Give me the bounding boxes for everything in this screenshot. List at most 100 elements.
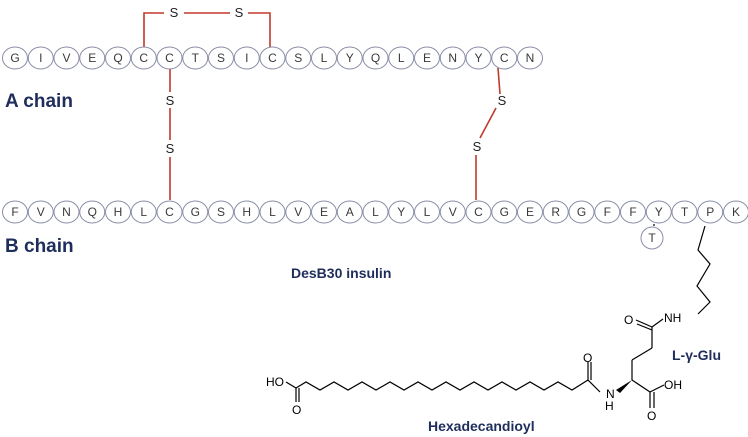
b-chain-residue [414,200,440,224]
b-chain-residue [182,200,209,224]
b-chain-residue [388,200,415,224]
bond-calpha-cooh [631,379,651,393]
a-chain-residue-letter: I [39,51,42,65]
a-chain-residue [259,46,286,70]
a-chain-residue-letter: E [88,51,96,65]
s-atom: S [166,93,175,108]
a-chain-residue-letter: C [268,51,277,65]
b-chain-residue [723,200,748,224]
b-chain-residue-letter: Y [397,205,405,219]
b-chain-residue-letter: Y [655,205,663,219]
b-chain-residue [645,200,672,224]
glutamyl-linker [616,318,665,408]
a-chain-residue-letter: C [500,51,509,65]
a-chain-residue [79,46,106,70]
atom-n-amide: N [606,387,615,401]
a-chain-residue [465,46,492,70]
a-chain-residue-letter: Y [346,51,354,65]
stereo-wedge [616,380,632,393]
b-chain-residue-letter: E [526,205,534,219]
a-chain-residue [517,46,543,70]
b-chain-residue-letter: G [191,205,200,219]
a-chain-residue [414,46,440,70]
a-chain-residue [491,46,518,70]
a-chain-residue [439,46,466,70]
acyl-chain-bonds [295,362,601,393]
a-chain-residue-letter: N [448,51,457,65]
b-chain-residue-letter: H [114,205,123,219]
b-chain-residue-letter: G [500,205,509,219]
b-chain-residue [542,200,569,224]
a-chain-residue-letter: C [165,51,174,65]
b-chain-residue [697,200,724,224]
b-chain-residue [130,200,157,224]
b-chain-residue-letter: V [294,205,302,219]
atom-h-amide: H [605,399,614,413]
s-atom: S [166,141,175,156]
b-chain-residue [2,200,28,224]
b-chain-residue-letter: S [217,205,225,219]
b-chain-residue-letter: R [551,205,560,219]
a-chain-residue [311,46,337,70]
s-atom: S [170,5,179,20]
b-chain-residue [620,200,646,224]
b-chain-residue [336,200,363,224]
a-chain-residue-letter: Q [113,51,122,65]
b-chain-residue-letter: V [37,205,45,219]
ss-bond-a6 [143,12,164,48]
b-chain-residue [439,200,466,224]
a-chain-residue [208,46,234,70]
a-chain-residue-letter: L [321,51,328,65]
s-atom: S [498,93,507,108]
b-chain-residue-letter: C [474,205,483,219]
bond-nh-c [651,318,664,328]
b-chain-residue-letter: L [424,205,431,219]
b-chain-residue-letter: C [165,205,174,219]
a-chain-residue [2,46,28,70]
ss-bond-a20-top [497,67,501,95]
branch-residue [640,226,664,250]
b-chain-residue [79,200,106,224]
hexadecanedioyl-chain [285,362,601,402]
a-chain-residue-letter: L [398,51,405,65]
a-chain-residue-letter: T [192,51,200,65]
lysine-side-chain [696,225,711,315]
atom-o-terminal: O [292,403,301,417]
a-chain-label: A chain [5,91,73,112]
b-chain-residue-letter: K [732,205,740,219]
b-chain-residue [594,200,621,224]
glu-label: L-γ-Glu [672,347,721,363]
b-chain-residue [362,200,389,224]
a-chain-residue-letter: E [423,51,431,65]
s-atom: S [473,139,482,154]
a-chain-residue-letter: N [526,51,535,65]
b-chain-residue [285,200,312,224]
b-chain-residue [105,200,131,224]
atom-nh-top: NH [664,311,681,325]
a-chain-residue [156,46,183,70]
bond-cooh-oh [649,384,665,393]
b-chain-residue-letter: L [140,205,147,219]
a-chain-residue-letter: S [294,51,302,65]
a-chain-residue-letter: S [217,51,225,65]
a-chain-residue-letter: G [10,51,19,65]
b-chain-residue [311,200,337,224]
b-chain-residue [517,200,543,224]
a-chain-residue [388,46,415,70]
bond-carbonyl-2 [636,323,653,331]
b-chain-residue-letter: P [706,205,714,219]
a-chain-residue [285,46,312,70]
side-chain-bonds [696,225,711,315]
b-chain-residue [53,200,80,224]
b-chain-residue-letter: H [242,205,251,219]
b-chain-residue-letter: L [372,205,379,219]
a-chain-residue [362,46,389,70]
b-chain-residue-letter: A [346,205,354,219]
b-chain-residue-letter: G [577,205,586,219]
a-chain-residue-letter: V [62,51,70,65]
b-chain-residue [491,200,518,224]
a-chain-residue-letter: C [139,51,148,65]
b-chain-residue-letter: F [11,205,18,219]
